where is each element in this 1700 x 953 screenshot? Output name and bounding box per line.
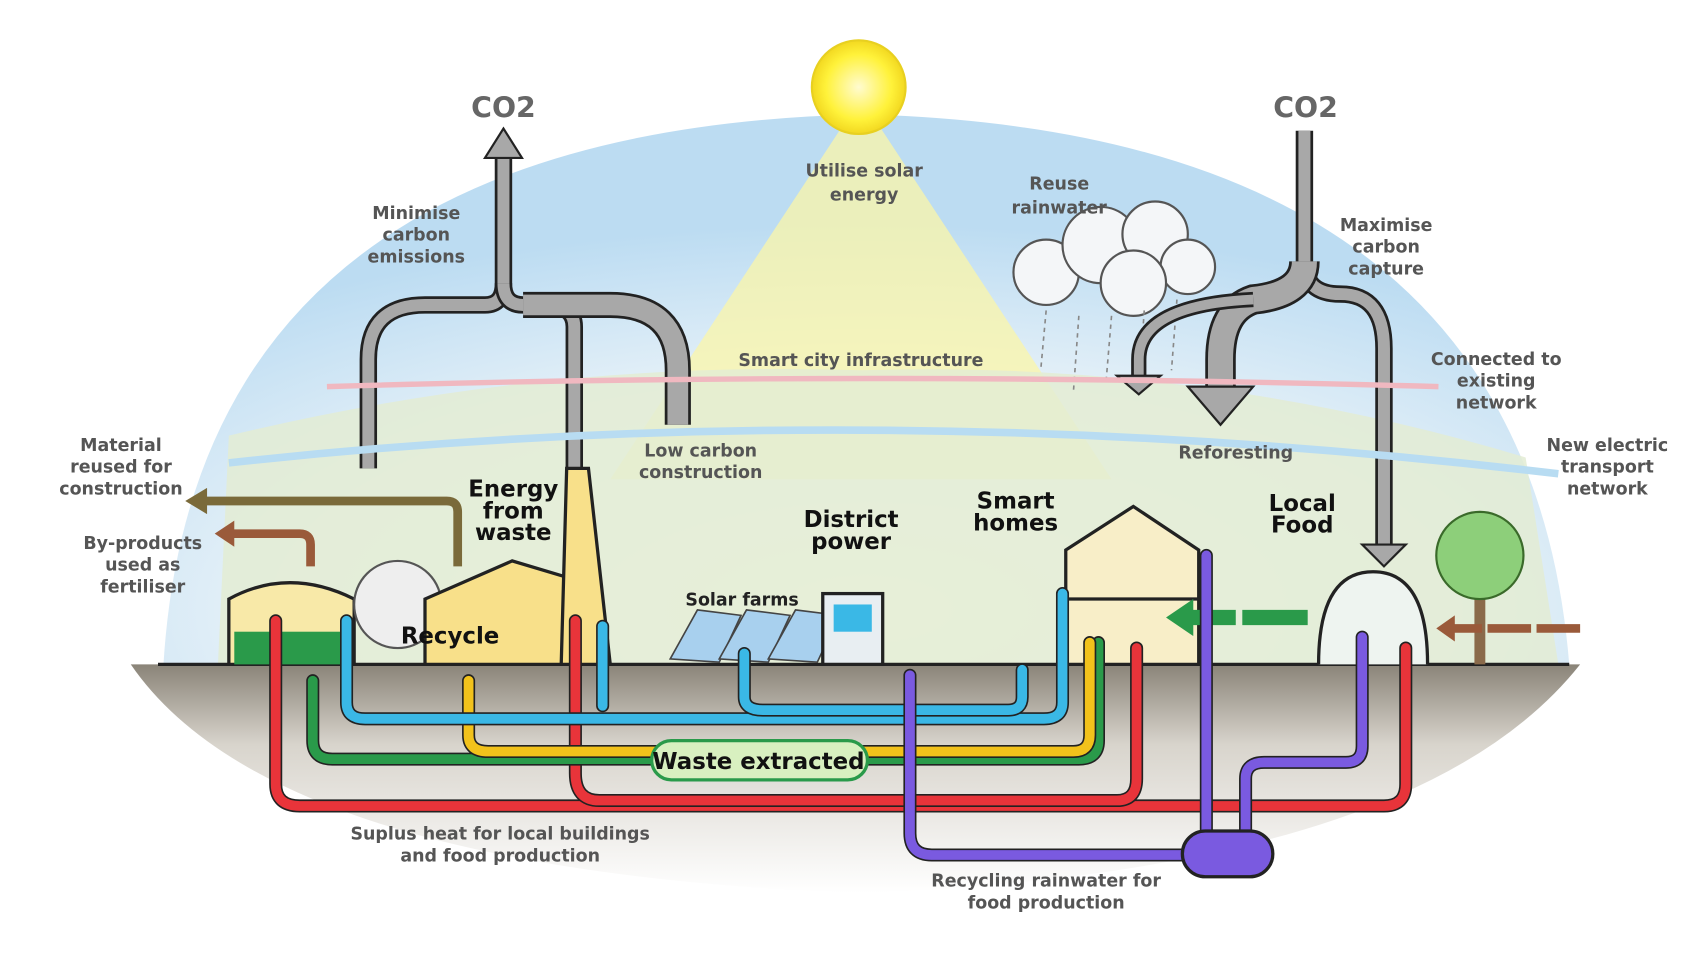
rain-cloud-icon [1012,200,1217,317]
district-power-building [821,591,885,667]
recycle-label: Recycle [401,624,499,650]
solar-farms-label: Solar farms [685,591,798,611]
co2-emission-arrow [359,126,691,469]
electric-transport-arrow [228,426,1559,478]
carbon-capture-arrow [1114,130,1409,568]
waste-extracted-badge [650,738,870,782]
reforesting-label: Reforesting [1178,444,1293,464]
sun-icon [810,39,907,136]
material-reuse-arrow [201,496,463,567]
rainwater-pipe [903,548,1369,879]
existing-network-arrow [326,375,1439,390]
waste-extracted-label: Waste extracted [652,749,864,775]
fertiliser-arrow [228,529,315,567]
water-pipe [339,587,1070,726]
heat-pipe [269,614,1413,813]
rainwater-tank [1180,829,1275,879]
co2-left-label: CO2 [471,92,536,125]
digester-building [227,559,443,667]
smart-city-label: Smart city infrastructure [738,351,983,371]
smart-home [1064,504,1201,667]
greenhouse [1316,570,1430,665]
co2-right-label: CO2 [1273,92,1338,125]
solar-panels [668,609,841,664]
